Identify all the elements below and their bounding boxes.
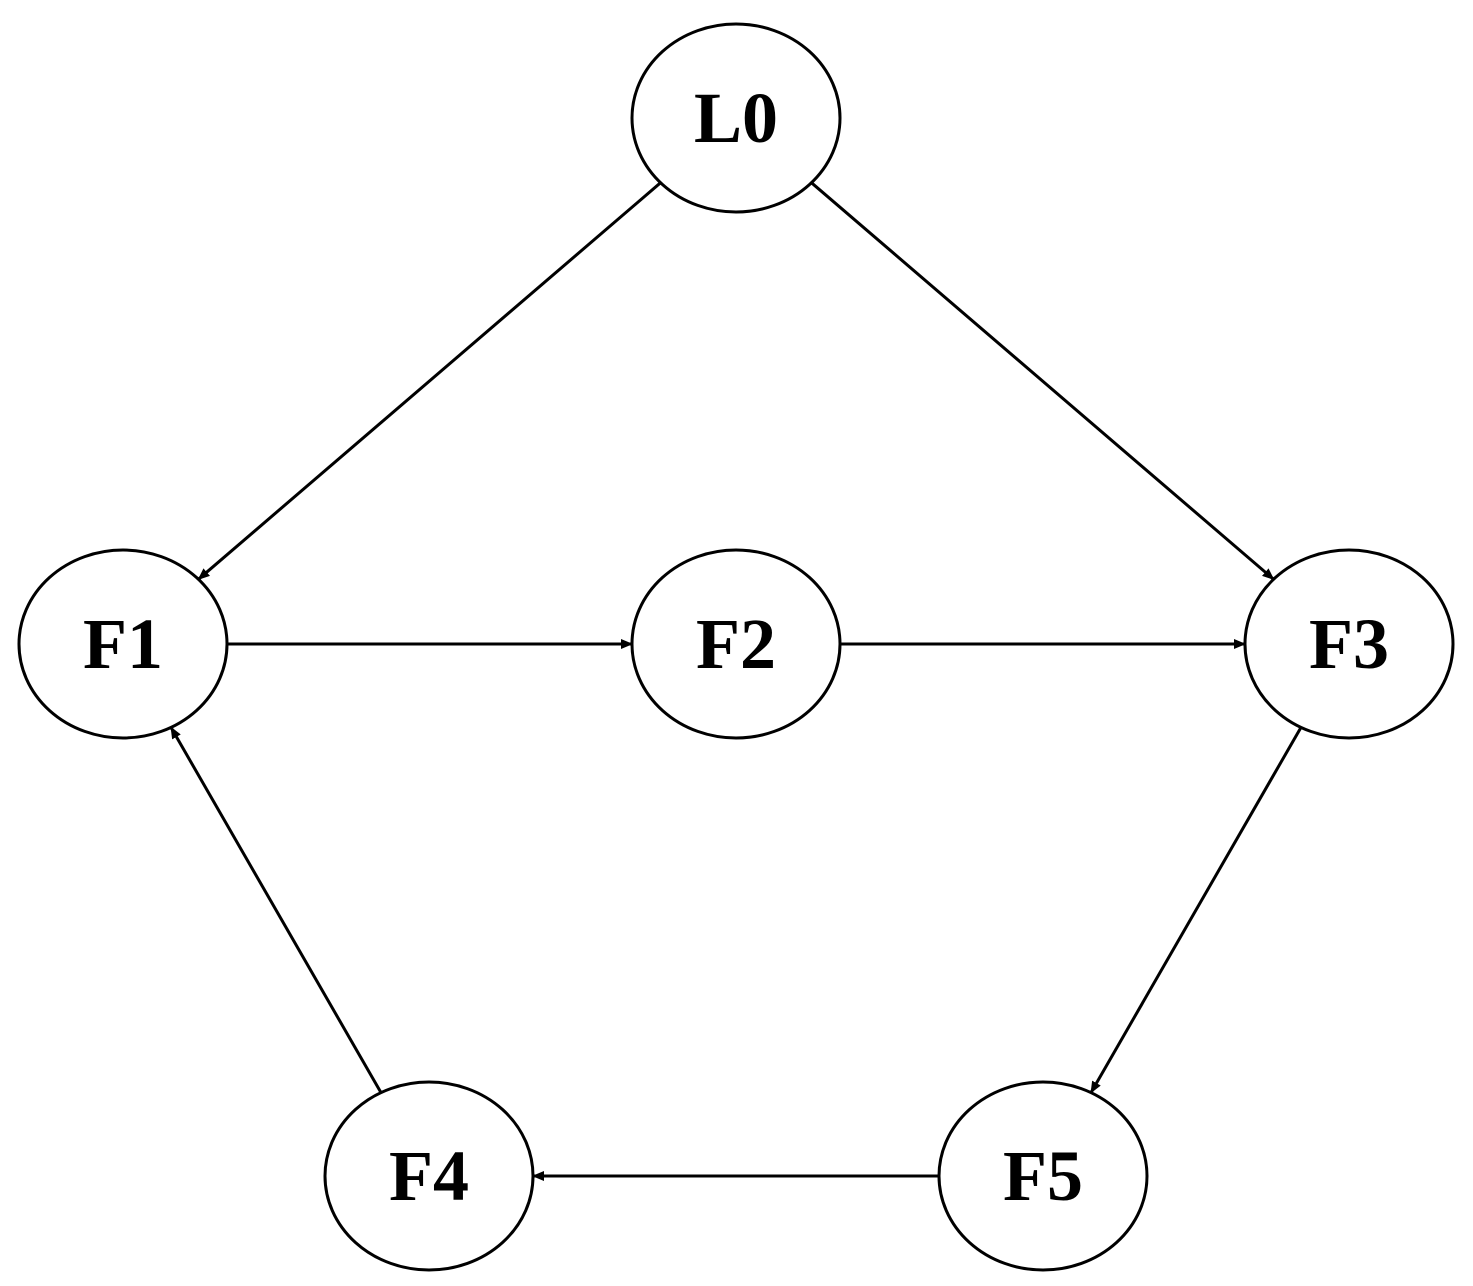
- edge-L0-F3: [810, 181, 1275, 581]
- node-F3-ellipse: [1243, 548, 1455, 740]
- node-F5: F5: [937, 1080, 1149, 1272]
- node-F2-label: F2: [696, 604, 776, 684]
- node-F2: F2: [630, 548, 842, 740]
- edges-layer: [169, 181, 1303, 1181]
- edge-L0-F1: [197, 181, 662, 581]
- node-F4-ellipse: [323, 1080, 535, 1272]
- node-L0: L0: [630, 22, 842, 214]
- edge-F4-F1: [169, 726, 383, 1094]
- node-L0-label: L0: [694, 78, 778, 158]
- node-F4: F4: [323, 1080, 535, 1272]
- node-F5-ellipse: [937, 1080, 1149, 1272]
- node-F1: F1: [17, 548, 229, 740]
- node-F1-label: F1: [83, 604, 163, 684]
- node-F5-label: F5: [1003, 1136, 1083, 1216]
- edge-F3-F5: [1089, 726, 1303, 1094]
- node-L0-ellipse: [630, 22, 842, 214]
- node-F4-label: F4: [389, 1136, 469, 1216]
- nodes-layer: L0 F1 F2 F3 F4 F5: [17, 22, 1455, 1272]
- node-F2-ellipse: [630, 548, 842, 740]
- node-F3-label: F3: [1309, 604, 1389, 684]
- node-F3: F3: [1243, 548, 1455, 740]
- node-F1-ellipse: [17, 548, 229, 740]
